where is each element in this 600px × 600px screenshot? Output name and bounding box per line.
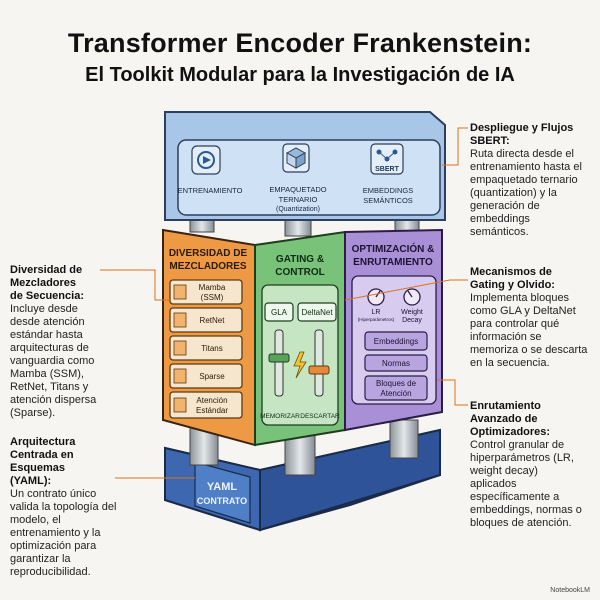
embeddings-label: EMBEDDINGS	[363, 186, 413, 195]
svg-text:Weight: Weight	[401, 309, 423, 316]
svg-text:Sparse: Sparse	[199, 372, 225, 381]
annotation-mixers: Diversidad de Mezcladores de Secuencia: …	[10, 264, 97, 419]
mixer-module-attention: Atención Estándar	[169, 391, 243, 419]
tag-norms: Normas	[364, 354, 428, 372]
mixer-module-retnet: RetNet	[169, 307, 243, 333]
left-face-title-1: DIVERSIDAD DE	[169, 248, 248, 259]
memorize-slider	[268, 329, 290, 397]
packaging-sub2: (Quantization)	[276, 206, 320, 213]
top-panel: SBERT ENTRENAMIENTO EMPAQUETADO TERNARIO…	[164, 111, 446, 221]
discard-slider	[308, 329, 330, 397]
leader-lines	[100, 127, 468, 479]
lightning-icon	[293, 351, 307, 379]
right-face-title-2: ENRUTAMIENTO	[353, 257, 433, 268]
deltanet-gate-box	[297, 302, 337, 322]
annotation-yaml: Arquitectura Centrada en Esquemas (YAML)…	[10, 436, 117, 578]
svg-text:(SSM): (SSM)	[201, 293, 224, 302]
embeddings-sub: SEMÁNTICOS	[363, 196, 413, 205]
left-face-title-2: MEZCLADORES	[169, 261, 247, 272]
discard-label: DESCARTAR	[300, 413, 340, 420]
yaml-contract-plate	[194, 461, 251, 524]
weight-decay-knob: Weight Decay	[401, 288, 423, 324]
training-label: ENTRENAMIENTO	[178, 186, 243, 195]
contract-label: CONTRATO	[197, 496, 247, 506]
svg-text:Estándar: Estándar	[196, 406, 228, 415]
packaging-sub1: TERNARIO	[279, 195, 318, 204]
svg-text:Atención: Atención	[196, 396, 227, 405]
right-face-title-1: OPTIMIZACIÓN &	[352, 242, 435, 255]
svg-text:Mamba: Mamba	[199, 283, 226, 292]
svg-text:GLA: GLA	[271, 308, 288, 317]
gla-gate-box	[264, 302, 294, 322]
optimization-routing-face: OPTIMIZACIÓN & ENRUTAMIENTO LR (Hiperpar…	[344, 228, 443, 432]
svg-text:DeltaNet: DeltaNet	[301, 308, 333, 317]
svg-text:Bloques de: Bloques de	[376, 379, 417, 388]
svg-text:Titans: Titans	[201, 344, 223, 353]
middle-face-title-2: CONTROL	[275, 267, 324, 278]
sbert-badge: SBERT	[375, 166, 399, 173]
tag-embeddings: Embeddings	[364, 331, 428, 351]
mixer-module-mamba: Mamba (SSM)	[169, 279, 243, 305]
svg-text:Atención: Atención	[380, 389, 411, 398]
watermark: NotebookLM	[550, 587, 590, 594]
mixer-module-sparse: Sparse	[169, 363, 243, 389]
annotation-optimizers: Enrutamiento Avanzado de Optimizadores: …	[470, 400, 582, 529]
svg-text:Normas: Normas	[382, 359, 410, 368]
memorize-label: MEMORIZAR	[260, 413, 300, 420]
title-line-2: El Toolkit Modular para la Investigación…	[85, 64, 515, 86]
packaging-label: EMPAQUETADO	[269, 185, 326, 194]
title-line-1: Transformer Encoder Frankenstein:	[67, 28, 533, 58]
mixer-diversity-face: DIVERSIDAD DE MEZCLADORES Mamba (SSM) Re…	[162, 228, 256, 447]
mixer-module-titans: Titans	[169, 335, 243, 361]
middle-face-title-1: GATING &	[276, 254, 324, 265]
annotation-deployment: Despliegue y Flujos SBERT: Ruta directa …	[470, 122, 582, 238]
annotation-gating: Mecanismos de Gating y Olvido: Implement…	[470, 266, 588, 369]
svg-text:Embeddings: Embeddings	[374, 337, 418, 346]
svg-text:RetNet: RetNet	[200, 316, 226, 325]
gating-control-face: GATING & CONTROL GLA DeltaNet MEMORIZAR …	[254, 230, 346, 447]
svg-text:Decay: Decay	[402, 317, 422, 324]
svg-text:LR: LR	[372, 309, 381, 316]
yaml-label: YAML	[207, 481, 237, 493]
svg-text:(Hiperparámetros): (Hiperparámetros)	[358, 317, 395, 322]
tag-attention-blocks: Bloques de Atención	[364, 375, 428, 401]
